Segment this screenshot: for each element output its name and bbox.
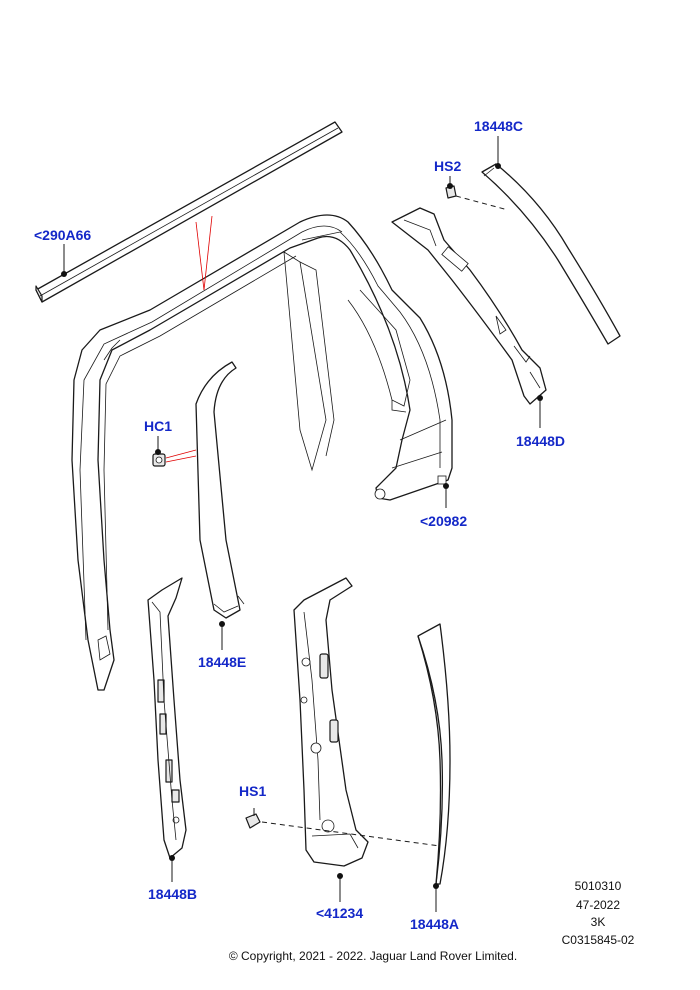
callout-hs1: HS1	[239, 783, 266, 799]
callout-18448b: 18448B	[148, 886, 197, 902]
trim-panel-18448c	[481, 163, 621, 345]
callout-18448e: 18448E	[198, 654, 246, 670]
callout-hc1: HC1	[144, 418, 172, 434]
clip-hc1	[152, 449, 197, 467]
callout-41234: <41234	[316, 905, 363, 921]
callout-hs2: HS2	[434, 158, 461, 174]
screw-hs1	[245, 808, 261, 829]
pillar-trim-18448e	[195, 361, 245, 619]
reference-line-1: 5010310	[575, 879, 622, 893]
pillar-bracket-41234	[293, 577, 369, 867]
callout-290a66: <290A66	[34, 227, 91, 243]
callout-18448c: 18448C	[474, 118, 523, 134]
reference-line-2: 47-2022	[576, 898, 620, 912]
door-frame-assembly	[71, 214, 453, 691]
roof-moulding-strip	[35, 121, 343, 303]
callout-18448a: 18448A	[410, 916, 459, 932]
reference-line-3: 3K	[591, 915, 606, 929]
callout-18448d: 18448D	[516, 433, 565, 449]
pillar-trim-18448d	[391, 207, 547, 405]
roof-alignment-markers	[195, 215, 213, 291]
reference-block: 5010310 47-2022 3K C0315845-02	[562, 879, 635, 947]
callout-20982: <20982	[420, 513, 467, 529]
assembly-lines	[261, 195, 509, 847]
callout-leaders	[61, 136, 543, 912]
trim-panel-18448a	[417, 623, 451, 885]
pillar-trim-18448b	[147, 577, 187, 859]
reference-line-4: C0315845-02	[562, 933, 635, 947]
copyright-notice: © Copyright, 2021 - 2022. Jaguar Land Ro…	[229, 949, 517, 963]
